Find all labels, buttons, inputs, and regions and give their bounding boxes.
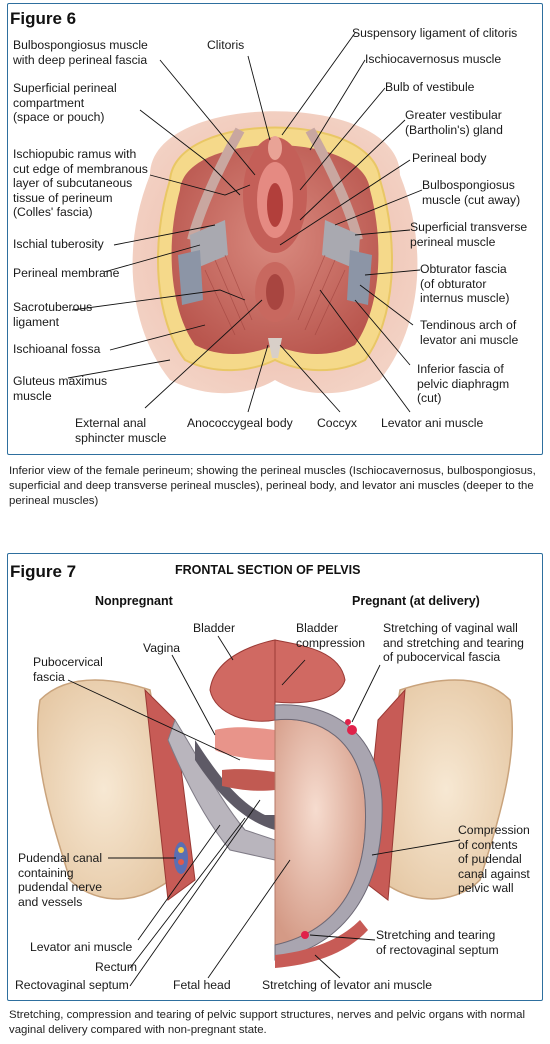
label-bulbospongiosus-cut: Bulbospongiosus muscle (cut away) xyxy=(422,178,521,207)
label-bulbospongiosus-deep: Bulbospongiosus muscle with deep perinea… xyxy=(13,38,148,67)
label-external-anal-sphincter: External anal sphincter muscle xyxy=(75,416,167,445)
label-bladder: Bladder xyxy=(193,621,236,635)
figure6-title: Figure 6 xyxy=(10,9,77,28)
label-rectum: Rectum xyxy=(95,960,137,974)
right-pelvic-bone xyxy=(379,679,514,900)
figure7-section-title: FRONTAL SECTION OF PELVIS xyxy=(175,563,361,577)
label-levator-ani: Levator ani muscle xyxy=(381,416,484,430)
label-coccyx: Coccyx xyxy=(317,416,357,430)
label-levator-ani-fig7: Levator ani muscle xyxy=(30,940,133,954)
label-suspensory-ligament: Suspensory ligament of clitoris xyxy=(352,26,518,40)
clitoris-shape xyxy=(268,136,282,160)
label-ischiopubic-ramus: Ischiopubic ramus with cut edge of membr… xyxy=(13,147,148,219)
nonpregnant-heading: Nonpregnant xyxy=(95,594,173,608)
label-stretching-levator: Stretching of levator ani muscle xyxy=(262,978,433,992)
figure6-illustration xyxy=(67,32,423,413)
label-greater-vestibular: Greater vestibular (Bartholin's) gland xyxy=(405,108,503,137)
label-stretching-rectovaginal: Stretching and tearing of rectovaginal s… xyxy=(376,928,499,957)
label-ischiocavernosus: Ischiocavernosus muscle xyxy=(365,52,502,66)
label-pudendal-canal: Pudendal canal containing pudendal nerve… xyxy=(18,851,103,909)
label-vagina: Vagina xyxy=(143,641,181,655)
label-obturator-fascia: Obturator fascia (of obturator internus … xyxy=(420,262,510,305)
label-pubocervical-fascia: Pubocervical fascia xyxy=(33,655,103,684)
label-superficial-transverse: Superficial transverse perineal muscle xyxy=(410,220,528,249)
figure6-caption: Inferior view of the female perineum; sh… xyxy=(9,465,536,507)
label-clitoris: Clitoris xyxy=(207,38,245,52)
label-anococcygeal-body: Anococcygeal body xyxy=(187,416,293,430)
bladder-shape xyxy=(209,639,276,722)
label-compression-pudendal: Compression of contents of pudendal cana… xyxy=(458,823,530,895)
label-tendinous-arch: Tendinous arch of levator ani muscle xyxy=(420,318,519,347)
label-ischioanal-fossa: Ischioanal fossa xyxy=(13,342,101,356)
figure7-title: Figure 7 xyxy=(10,562,77,581)
label-inferior-fascia: Inferior fascia of pelvic diaphragm (cut… xyxy=(417,362,510,405)
left-pelvic-bone xyxy=(36,679,171,900)
ischiocavernosus-right xyxy=(305,127,363,242)
label-superficial-compartment: Superficial perineal compartment (space … xyxy=(13,81,117,124)
label-fetal-head: Fetal head xyxy=(173,978,231,992)
label-sacrotuberous: Sacrotuberous ligament xyxy=(13,300,93,329)
label-rectovaginal-septum: Rectovaginal septum xyxy=(15,978,129,992)
label-stretching-vaginal-wall: Stretching of vaginal wall and stretchin… xyxy=(383,621,524,664)
pregnant-heading: Pregnant (at delivery) xyxy=(352,594,480,608)
label-bulb-vestibule: Bulb of vestibule xyxy=(385,80,475,94)
label-perineal-body: Perineal body xyxy=(412,151,487,165)
label-ischial-tuberosity: Ischial tuberosity xyxy=(13,237,104,251)
figure7-caption: Stretching, compression and tearing of p… xyxy=(9,1009,525,1036)
label-perineal-membrane: Perineal membrane xyxy=(13,266,120,280)
label-gluteus-maximus: Gluteus maximus muscle xyxy=(13,374,108,403)
coccyx-shape xyxy=(268,338,282,358)
label-bladder-compression: Bladder compression xyxy=(296,621,366,650)
